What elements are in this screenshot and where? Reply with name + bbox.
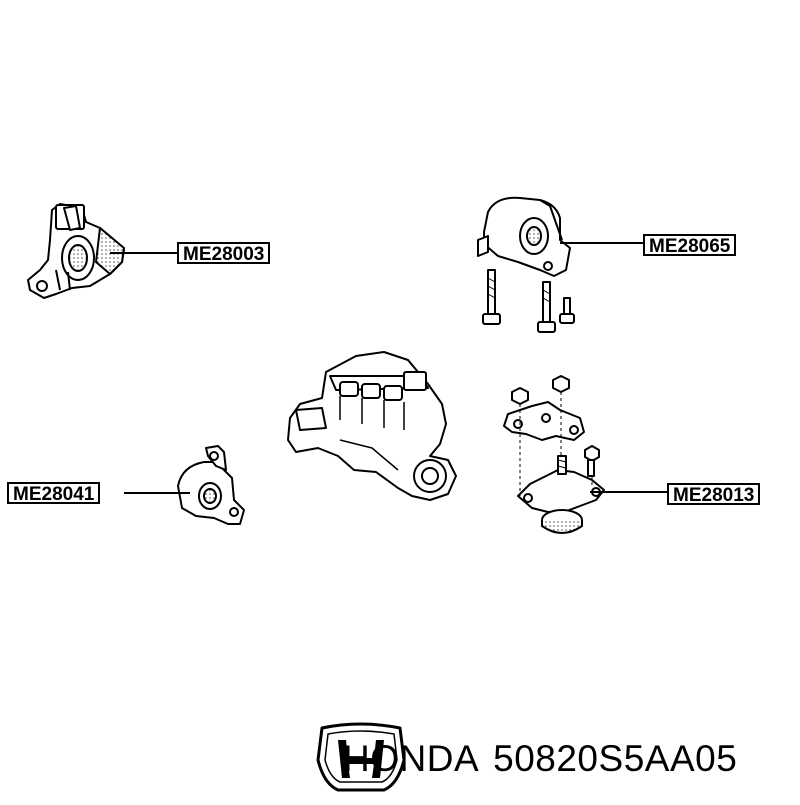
leader-lines <box>110 242 667 494</box>
mount-me28041-part <box>177 445 245 525</box>
callout-me28003[interactable]: ME28003 <box>177 242 271 265</box>
bolt-b <box>537 281 556 333</box>
part-number: 50820S5AA05 <box>493 738 738 779</box>
bolt-a <box>482 269 501 325</box>
callout-me28013[interactable]: ME28013 <box>667 483 761 506</box>
bolt-c <box>559 297 575 324</box>
callout-me28041[interactable]: ME28041 <box>7 482 101 505</box>
mount-me28065-part <box>477 196 575 333</box>
engine-block <box>287 351 457 501</box>
mount-me28013-part <box>503 375 605 534</box>
callout-me28065[interactable]: ME28065 <box>643 234 737 257</box>
footer-caption: HONDA 50820S5AA05 <box>343 738 793 780</box>
brand-name: HONDA <box>343 738 480 779</box>
mount-me28003-part <box>27 203 125 299</box>
honda-logo-icon <box>316 722 406 792</box>
